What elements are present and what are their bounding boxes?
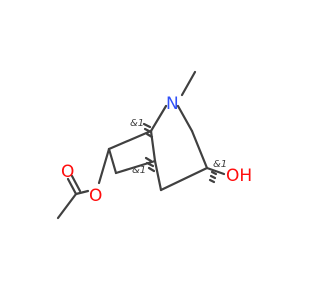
stereo-label-c1: &1 [130, 118, 144, 129]
structure-canvas: N O O OH &1 &1 &1 [56, 70, 252, 220]
bond-c1-n [149, 104, 168, 133]
bond-carbonyl-c-methyl [56, 192, 78, 220]
bond-c7-c6 [107, 147, 118, 175]
stereo-label-c3: &1 [213, 159, 227, 170]
nitrogen-label: N [166, 94, 179, 114]
bond-c5-c4 [153, 159, 163, 192]
bond-c3-oh [205, 166, 226, 176]
bond-n-methyl [180, 70, 197, 97]
bond-c4-c3 [159, 166, 209, 192]
carbonyl-oxygen-label: O [61, 162, 74, 182]
stereo-hash-c5 [144, 156, 156, 173]
bond-c1-c7 [107, 129, 153, 151]
bond-carbonyl-c-o-b [70, 174, 82, 193]
stereo-hash-c1 [142, 122, 154, 139]
bond-carbonyl-c-o-a [66, 177, 78, 196]
bond-n-c5 [176, 104, 194, 133]
bond-c3-c2 [190, 129, 209, 170]
stereo-label-c5: &1 [132, 165, 146, 176]
bond-c6-o [97, 147, 111, 185]
stereo-hash-c3 [208, 170, 218, 184]
hydroxyl-label: OH [226, 166, 252, 186]
molecule-drawing: N O O OH &1 &1 &1 [56, 70, 252, 220]
ester-oxygen-label: O [89, 186, 102, 206]
bond-o-carbonyl-c [74, 189, 90, 196]
